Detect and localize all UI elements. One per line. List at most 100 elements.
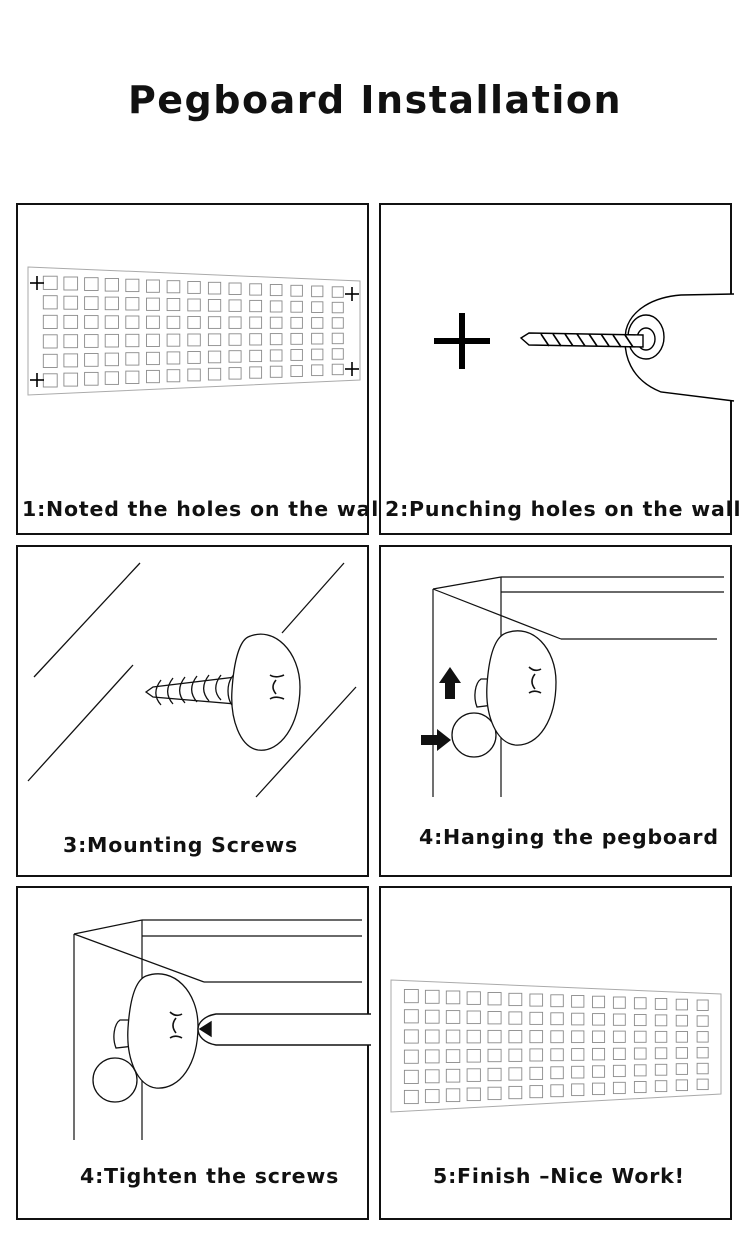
pegboard-hole [675, 1079, 688, 1092]
pegboard-hole [571, 1048, 585, 1061]
pegboard-hole [592, 995, 606, 1009]
pegboard-hole [612, 996, 626, 1009]
hanging-pegboard-illustration [421, 576, 724, 797]
pegboard-hole [166, 280, 181, 294]
pegboard-hole [612, 1081, 626, 1095]
pegboard-hole [187, 351, 201, 364]
pegboard-hole [104, 315, 119, 329]
pegboard-hole-grid [42, 275, 344, 388]
step-6-caption: 5:Finish –Nice Work! [433, 1164, 685, 1188]
pegboard-hole [146, 351, 160, 366]
pegboard-hole [249, 333, 263, 346]
screw-head-icon [92, 973, 199, 1103]
pegboard-hole [529, 1030, 544, 1044]
step-5-caption: 4:Tighten the screws [80, 1164, 340, 1188]
pegboard-hole [311, 332, 324, 345]
pegboard-hole [654, 1063, 668, 1076]
pegboard-hole [612, 1064, 626, 1078]
pegboard-hole [269, 300, 283, 313]
pegboard-hole [445, 1010, 461, 1024]
pegboard-hole [696, 1046, 709, 1059]
pegboard-hole [269, 349, 283, 362]
pegboard-hole [654, 1047, 668, 1060]
pegboard-hole [331, 317, 344, 329]
pegboard-hole [696, 1062, 709, 1075]
pegboard-hole [675, 998, 688, 1011]
pegboard-hole [84, 296, 99, 310]
pegboard-hole [675, 1047, 688, 1059]
step-2-panel: 2:Punching holes on the wall [379, 203, 740, 535]
pegboard-hole [424, 1009, 440, 1024]
pegboard-hole [146, 369, 160, 384]
pegboard-hole [508, 1085, 523, 1100]
pegboard-hole [249, 366, 263, 379]
pegboard-hole [125, 315, 140, 329]
pegboard-hole [592, 1030, 606, 1043]
pegboard-hole [633, 1030, 647, 1043]
pegboard-hole [612, 1013, 626, 1026]
pegboard-hole [187, 333, 201, 347]
pegboard-hole [331, 286, 344, 298]
pegboard-hole [508, 1048, 523, 1062]
pegboard-hole [249, 316, 263, 329]
pegboard-hole [675, 1031, 688, 1043]
step-1-caption: 1:Noted the holes on the wall [22, 497, 387, 521]
pegboard-hole [445, 1088, 461, 1103]
step-6-panel: 5:Finish –Nice Work! [379, 886, 732, 1220]
pegboard-hole [269, 284, 283, 297]
pegboard-hole [529, 1048, 544, 1062]
pegboard-outline [390, 979, 722, 1113]
pegboard-hole [487, 1067, 502, 1082]
wall-hatch-lines [27, 562, 357, 798]
pegboard-hole [550, 1084, 564, 1098]
pegboard-hole [228, 282, 242, 295]
pegboard-hole [146, 315, 160, 329]
pegboard-hole [166, 369, 181, 383]
step-3-caption: 3:Mounting Screws [63, 833, 299, 857]
pegboard-hole [104, 371, 119, 385]
pegboard-hole [187, 281, 201, 294]
pegboard-hole [228, 333, 242, 346]
pegboard-hole [187, 316, 201, 329]
pegboard-hole [612, 1047, 626, 1060]
pegboard-hole [508, 1030, 523, 1044]
pegboard-hole [84, 371, 99, 386]
pegboard-hole [445, 1049, 461, 1063]
pegboard-hole [466, 1029, 481, 1044]
screw-icon [144, 633, 301, 751]
pegboard-hole [612, 1030, 626, 1043]
pegboard-hole [403, 1089, 419, 1105]
pegboard-hole [633, 1014, 647, 1027]
pegboard-hole [228, 299, 242, 312]
pegboard-hole [331, 348, 344, 360]
tighten-screws-illustration [73, 919, 371, 1140]
pegboard-hole [424, 1049, 440, 1064]
pegboard-hole [550, 1030, 564, 1044]
step-1-panel: 1:Noted the holes on the wall [16, 203, 386, 535]
pegboard-hole [424, 1069, 440, 1084]
pegboard-hole [63, 353, 79, 368]
pegboard-hole [466, 1049, 481, 1063]
pegboard-hole [445, 1068, 461, 1083]
pegboard-hole [42, 295, 58, 310]
pegboard-hole [529, 1011, 544, 1025]
pegboard-hole [445, 990, 461, 1005]
pegboard-hole [633, 997, 647, 1010]
pegboard-hole [331, 301, 344, 314]
arrow-right-icon [421, 729, 451, 751]
pegboard-hole [571, 1012, 585, 1026]
pegboard-hole [529, 993, 544, 1007]
pegboard-hole [125, 370, 140, 384]
pegboard-hole [166, 298, 181, 312]
pegboard-hole [424, 1089, 440, 1104]
finished-pegboard-illustration [390, 979, 722, 1113]
step-3-panel: 3:Mounting Screws [16, 545, 369, 877]
pegboard-hole [290, 300, 303, 313]
pegboard-hole [104, 333, 119, 348]
pegboard-hole [42, 314, 58, 329]
pegboard-hole [290, 349, 303, 361]
pegboard-hole [84, 353, 99, 367]
screwdriver-icon [197, 1013, 371, 1046]
pegboard-hole [63, 295, 79, 310]
pegboard-hole [228, 367, 242, 380]
